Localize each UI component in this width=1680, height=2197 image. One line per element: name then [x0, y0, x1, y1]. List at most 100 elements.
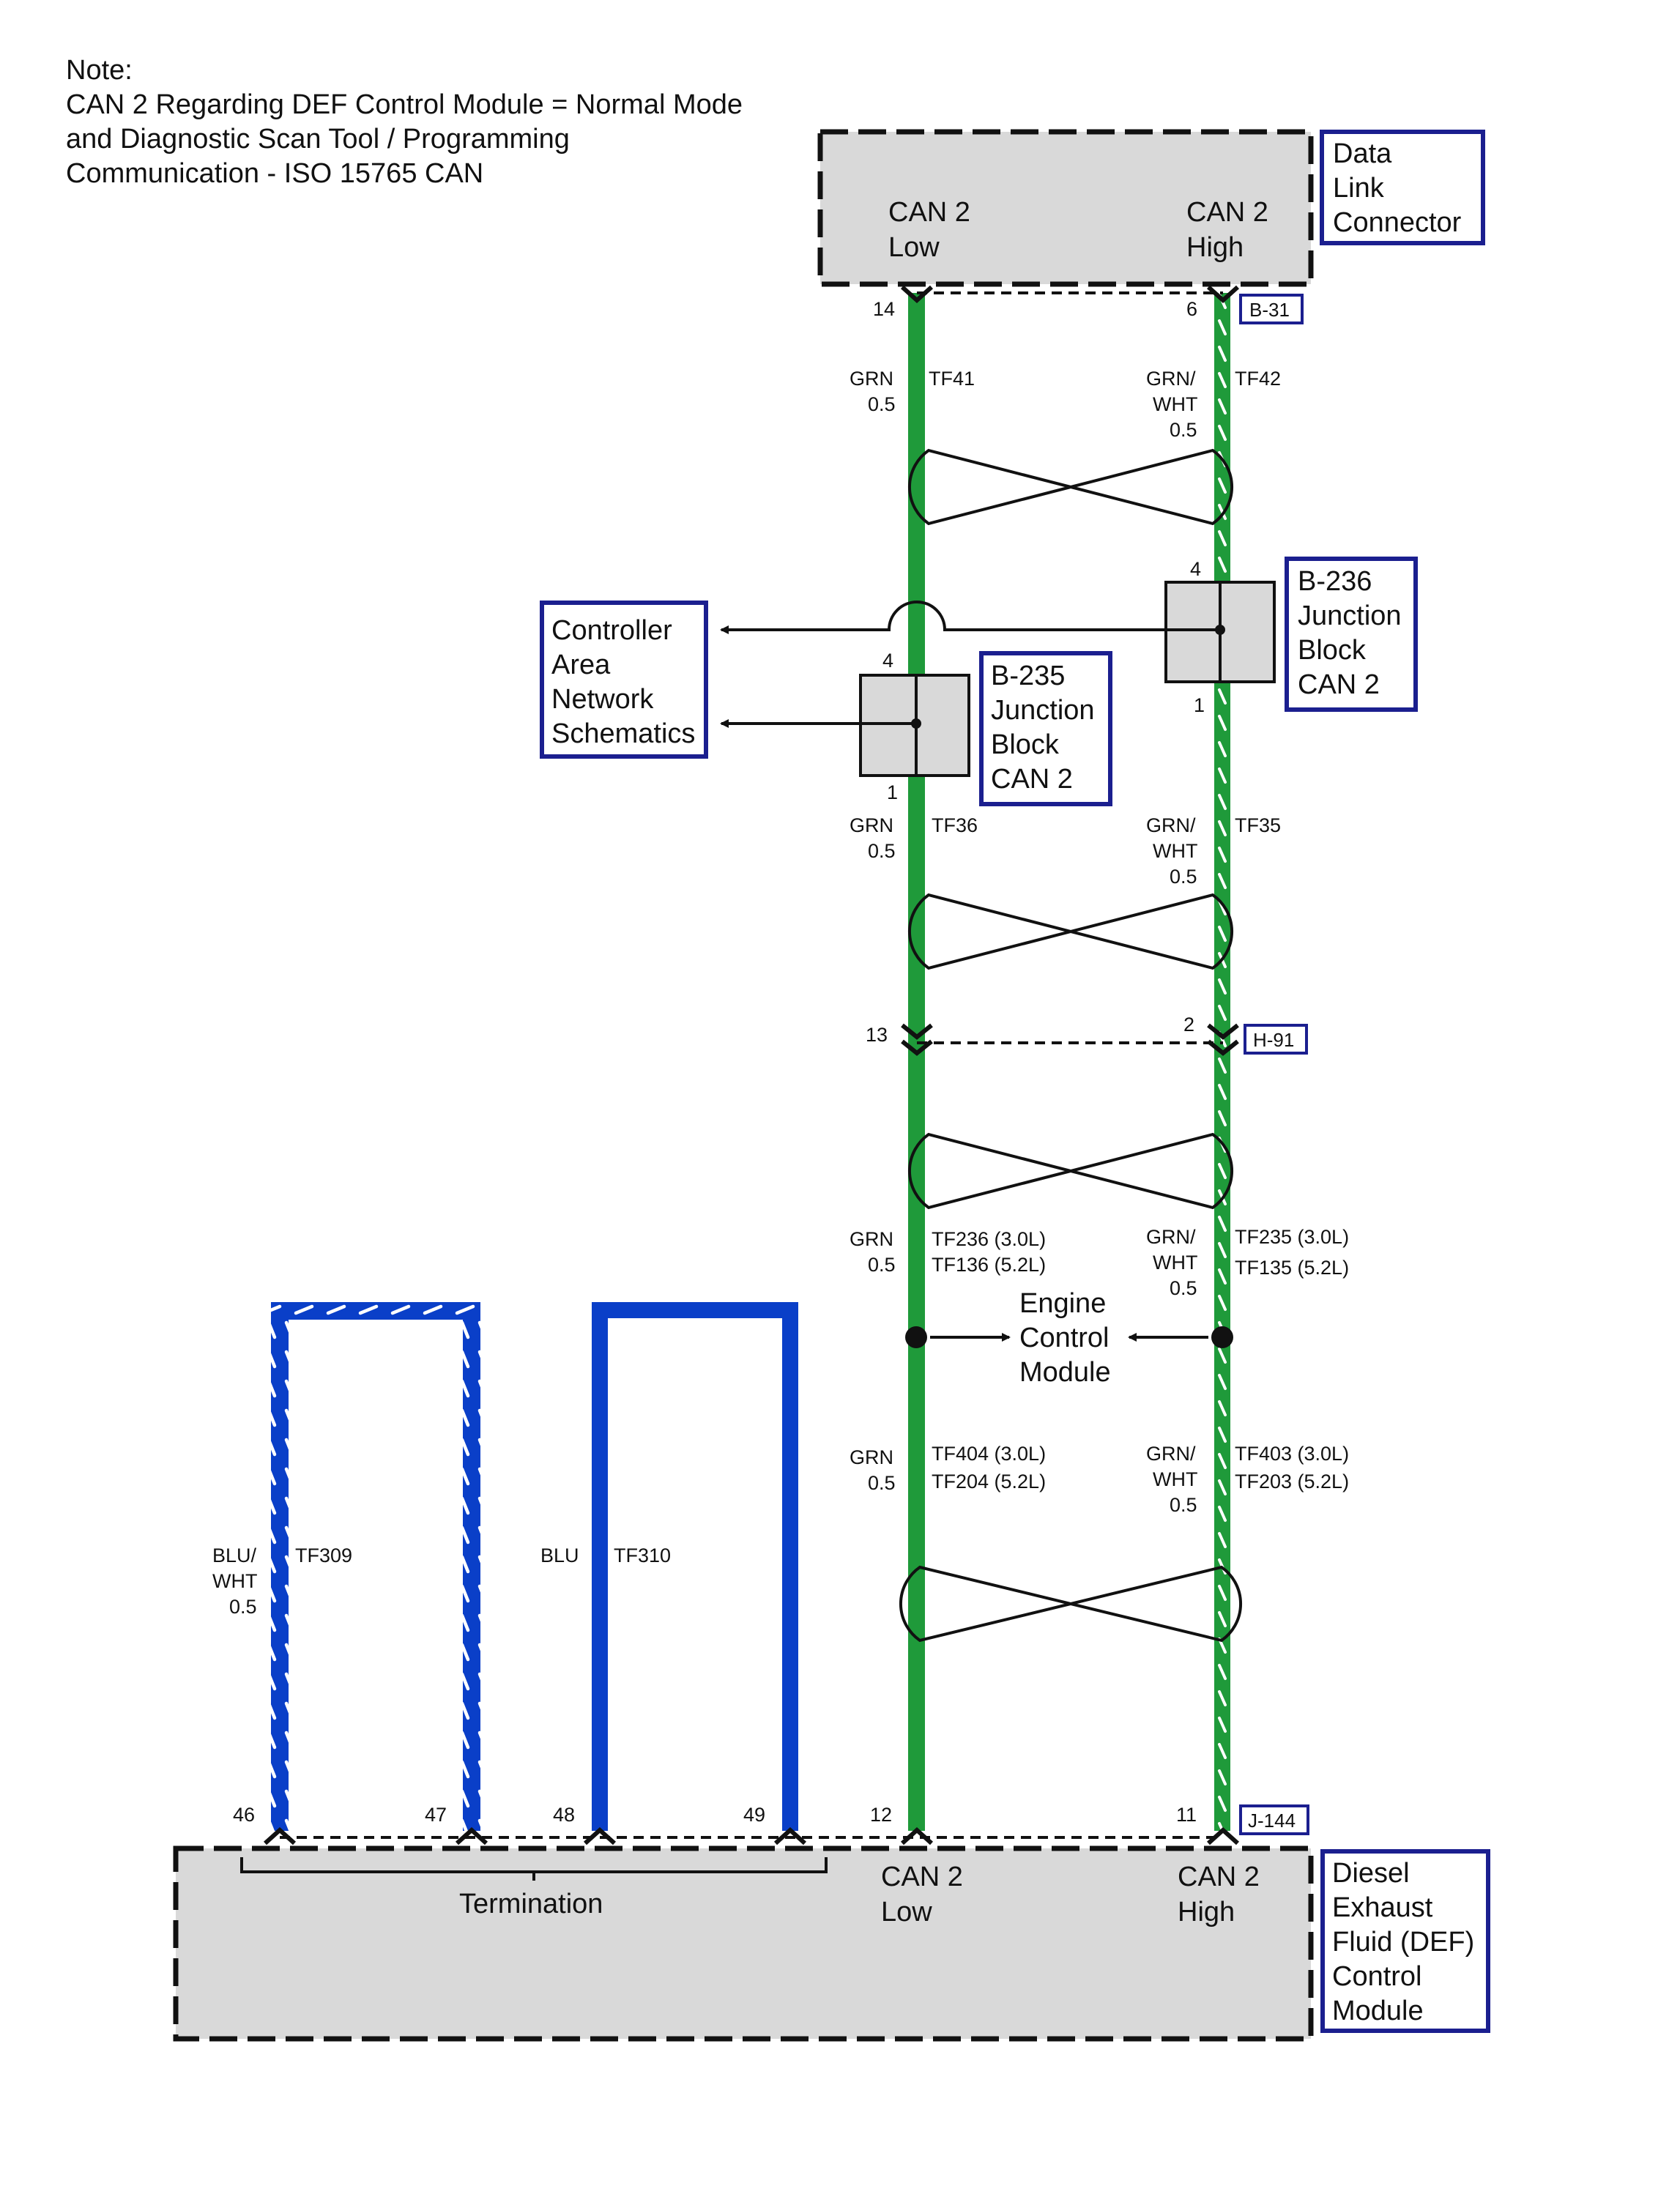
- def-module-box: [173, 1845, 1314, 2042]
- j144-tag: J-144: [1248, 1810, 1296, 1832]
- tf42-size: 0.5: [1170, 419, 1197, 441]
- can-schematics-label-box: [540, 601, 708, 759]
- tf36-circuit: TF36: [932, 814, 978, 836]
- can-schematics-label: Schematics: [551, 718, 695, 749]
- def-label: Exhaust: [1332, 1892, 1433, 1923]
- tf235-size: 0.5: [1170, 1277, 1197, 1299]
- j144-pin-47: 47: [425, 1804, 447, 1826]
- h91-pin-2: 2: [1183, 1014, 1194, 1036]
- twisted-pair-symbol: [908, 448, 1233, 526]
- tf35-circuit: TF35: [1235, 814, 1281, 836]
- def-can-low-label: CAN 2: [881, 1862, 963, 1892]
- b236-pin-1: 1: [1194, 694, 1205, 716]
- tf36-size: 0.5: [868, 840, 896, 862]
- def-label: Control: [1332, 1961, 1422, 1992]
- tf41-color: GRN: [850, 368, 893, 390]
- tf404-circuit: TF404 (3.0L): [932, 1443, 1046, 1465]
- j144-tag-box: [1239, 1804, 1309, 1835]
- tf309-color: BLU/: [212, 1544, 257, 1566]
- b236-label: Block: [1298, 635, 1367, 666]
- tf236-circuit: TF136 (5.2L): [932, 1254, 1046, 1276]
- tf35-color: WHT: [1153, 840, 1197, 862]
- tf41-circuit: TF41: [929, 368, 975, 390]
- ecm-splice-high: [1211, 1326, 1233, 1348]
- tf236-circuit: TF236 (3.0L): [932, 1228, 1046, 1250]
- twisted-pair-symbol: [908, 893, 1233, 970]
- b235-label-box: [979, 651, 1112, 806]
- b236-label: CAN 2: [1298, 669, 1380, 700]
- can-low-wire: [908, 293, 925, 1831]
- twisted-pair-symbol: [908, 1132, 1233, 1210]
- tf42-color: GRN/: [1146, 368, 1196, 390]
- note-line: CAN 2 Regarding DEF Control Module = Nor…: [66, 89, 743, 120]
- j144-pin-47-symbol: [455, 1826, 488, 1845]
- b31-pin-6: 6: [1186, 298, 1197, 320]
- b235-label: Block: [991, 729, 1060, 760]
- j144-pin-12: 12: [870, 1804, 892, 1826]
- tf235-circuit: TF135 (5.2L): [1235, 1257, 1349, 1279]
- tf42-circuit: TF42: [1235, 368, 1281, 390]
- def-label: Diesel: [1332, 1858, 1410, 1889]
- dlc-module-box: [817, 129, 1314, 287]
- dlc-label: Link: [1333, 173, 1385, 204]
- dlc-can-high-label: CAN 2: [1186, 197, 1268, 228]
- b31-pin-14-symbol: [900, 285, 934, 304]
- j144-pin-48: 48: [553, 1804, 575, 1826]
- can-schematics-label: Network: [551, 684, 654, 715]
- can-schematics-label: Area: [551, 650, 611, 680]
- tf42-color: WHT: [1153, 393, 1197, 415]
- b31-pin-6-symbol: [1206, 285, 1240, 304]
- dlc-can-low-label: CAN 2: [888, 197, 970, 228]
- tf403-color: GRN/: [1146, 1443, 1196, 1465]
- tf309-circuit: TF309: [295, 1544, 352, 1566]
- h91-pin-13-symbol-bottom: [901, 1039, 933, 1056]
- tf403-color: WHT: [1153, 1468, 1197, 1490]
- h91-pin-2-symbol-top: [1207, 1023, 1239, 1040]
- def-label: Module: [1332, 1996, 1424, 2026]
- tf41-size: 0.5: [868, 393, 896, 415]
- can-high-wire: [1214, 293, 1230, 1831]
- tf310-color: BLU: [540, 1544, 579, 1566]
- j144-pin-46: 46: [233, 1804, 255, 1826]
- j144-pin-46-symbol: [263, 1826, 297, 1845]
- def-can-high-label: High: [1178, 1897, 1235, 1928]
- h91-pin-13: 13: [866, 1024, 888, 1046]
- b236-label: Junction: [1298, 601, 1402, 631]
- tf309-wire-left: [271, 1304, 289, 1831]
- b31-tag: B-31: [1249, 299, 1290, 321]
- def-label: Fluid (DEF): [1332, 1927, 1474, 1958]
- j144-pin-49-symbol: [773, 1826, 807, 1845]
- b235-label: Junction: [991, 695, 1095, 726]
- b236-label-box: [1285, 557, 1418, 712]
- b236-pin-4: 4: [1190, 558, 1201, 580]
- tf309-size: 0.5: [229, 1596, 257, 1618]
- j144-pin-49: 49: [743, 1804, 765, 1826]
- b236-arrow: [720, 601, 1220, 634]
- tf310-wire-right: [782, 1302, 798, 1831]
- dlc-can-high-label: High: [1186, 232, 1244, 263]
- dlc-label: Connector: [1333, 207, 1462, 238]
- tf310-circuit: TF310: [614, 1544, 671, 1566]
- termination-bracket: [240, 1857, 828, 1881]
- dlc-label: Data: [1333, 138, 1392, 169]
- tf404-size: 0.5: [868, 1472, 896, 1494]
- dlc-label-box: [1320, 130, 1485, 245]
- tf36-color: GRN: [850, 814, 893, 836]
- tf35-color: GRN/: [1146, 814, 1196, 836]
- tf404-circuit: TF204 (5.2L): [932, 1471, 1046, 1492]
- dlc-can-low-label: Low: [888, 232, 940, 263]
- tf309-wire-right: [463, 1304, 480, 1831]
- h91-tag: H-91: [1253, 1029, 1294, 1051]
- tf403-circuit: TF203 (5.2L): [1235, 1471, 1349, 1492]
- ecm-splice-low: [905, 1326, 927, 1348]
- def-can-high-label: CAN 2: [1178, 1862, 1260, 1892]
- tf236-color: GRN: [850, 1228, 893, 1250]
- tf235-color: GRN/: [1146, 1226, 1196, 1248]
- b235-label: CAN 2: [991, 764, 1073, 795]
- tf35-size: 0.5: [1170, 866, 1197, 888]
- b235-label: B-235: [991, 661, 1065, 691]
- h91-tag-box: [1244, 1024, 1308, 1055]
- tf404-color: GRN: [850, 1446, 893, 1468]
- j144-pin-12-symbol: [900, 1826, 934, 1845]
